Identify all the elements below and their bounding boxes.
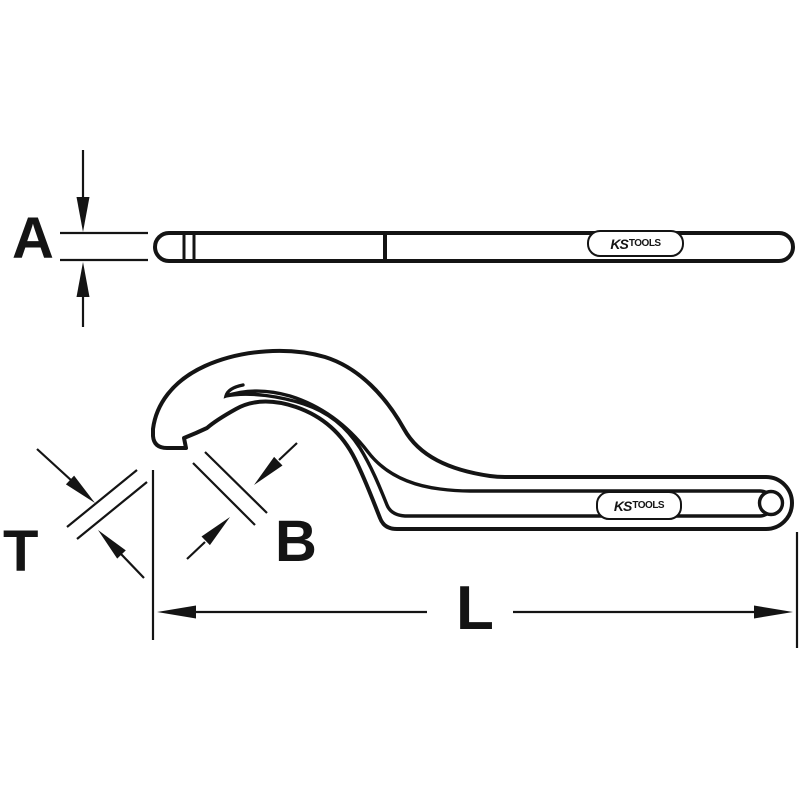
dim-a-arrowhead-down-icon	[76, 197, 90, 232]
side-view-bar-outline	[153, 231, 795, 263]
dim-t-tick-1	[66, 469, 138, 528]
dimension-label-l: L	[456, 574, 494, 643]
dimension-label-a: A	[12, 206, 54, 271]
dimension-label-b: B	[275, 509, 317, 574]
dim-b-arrow-shaft-upper	[278, 442, 298, 461]
logo-tools-text: TOOLS	[628, 238, 661, 249]
dim-t-tick-2	[76, 481, 148, 540]
dim-t-arrowhead-upper-icon	[65, 475, 95, 503]
wrench-outer-outline	[151, 348, 794, 531]
wrench-step-contour	[223, 383, 775, 518]
dim-b-arrow-shaft-lower	[186, 541, 206, 560]
dimension-label-t: T	[3, 519, 39, 584]
top-view-group	[36, 348, 799, 648]
dim-t-arrow-shaft-lower	[120, 553, 145, 579]
logo-ks-text: KS	[613, 497, 632, 514]
dim-a-arrowhead-up-icon	[76, 262, 90, 297]
dim-l-arrowhead-left-icon	[157, 605, 196, 619]
handle-pin-hole	[757, 489, 785, 517]
logo-ks-text: KS	[610, 235, 628, 252]
dim-b-tick-1	[204, 451, 268, 514]
dim-l-arrowhead-right-icon	[754, 605, 793, 619]
dim-t-arrow-shaft-upper	[36, 448, 73, 482]
dim-t-arrowhead-lower-icon	[98, 530, 126, 559]
dim-b-tick-2	[192, 462, 256, 526]
dim-b-arrowhead-lower-icon	[201, 517, 230, 546]
logo-tools-text: TOOLS	[632, 500, 665, 511]
dim-b-arrowhead-upper-icon	[254, 456, 283, 485]
